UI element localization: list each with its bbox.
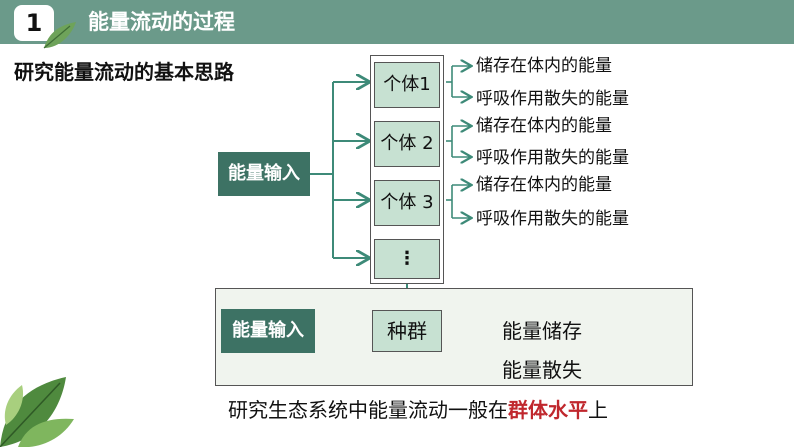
stored-energy-label-2: 储存在体内的能量 (476, 116, 612, 136)
population-node-label: 种群 (387, 319, 427, 343)
population-energy-input-box: 能量输入 (221, 309, 315, 353)
population-energy-input-label: 能量输入 (232, 320, 304, 341)
energy-input-label: 能量输入 (228, 163, 300, 184)
individual-1-label: 个体1 (383, 74, 431, 95)
respired-energy-label-3: 呼吸作用散失的能量 (476, 209, 629, 229)
stored-energy-label-1: 储存在体内的能量 (476, 56, 612, 76)
individual-2-label: 个体 2 (380, 133, 434, 154)
energy-input-box: 能量输入 (218, 152, 310, 196)
section-subtitle: 研究能量流动的基本思路 (14, 60, 234, 84)
caption-suffix: 上 (588, 398, 608, 422)
caption-highlight: 群体水平 (508, 398, 588, 422)
individual-1: 个体1 (374, 62, 440, 108)
individual-more: ⋮ (374, 239, 440, 279)
individual-3: 个体 3 (374, 180, 440, 226)
respired-energy-label-1: 呼吸作用散失的能量 (476, 89, 629, 109)
leaf-decoration-top-icon (43, 22, 76, 49)
energy-loss-label: 能量散失 (502, 358, 582, 382)
header-bar (0, 0, 794, 44)
individual-3-label: 个体 3 (380, 192, 434, 213)
individual-2: 个体 2 (374, 121, 440, 167)
respired-energy-label-2: 呼吸作用散失的能量 (476, 148, 629, 168)
individual-more-label: ⋮ (398, 248, 416, 269)
section-number-badge: 1 (14, 5, 54, 41)
caption-prefix: 研究生态系统中能量流动一般在 (228, 398, 508, 422)
page-title: 能量流动的过程 (88, 10, 235, 34)
energy-storage-label: 能量储存 (502, 319, 582, 343)
leaf-decoration-bottom-icon (0, 377, 74, 447)
conclusion-caption: 研究生态系统中能量流动一般在群体水平上 (228, 396, 608, 424)
population-node: 种群 (372, 310, 442, 352)
stored-energy-label-3: 储存在体内的能量 (476, 175, 612, 195)
